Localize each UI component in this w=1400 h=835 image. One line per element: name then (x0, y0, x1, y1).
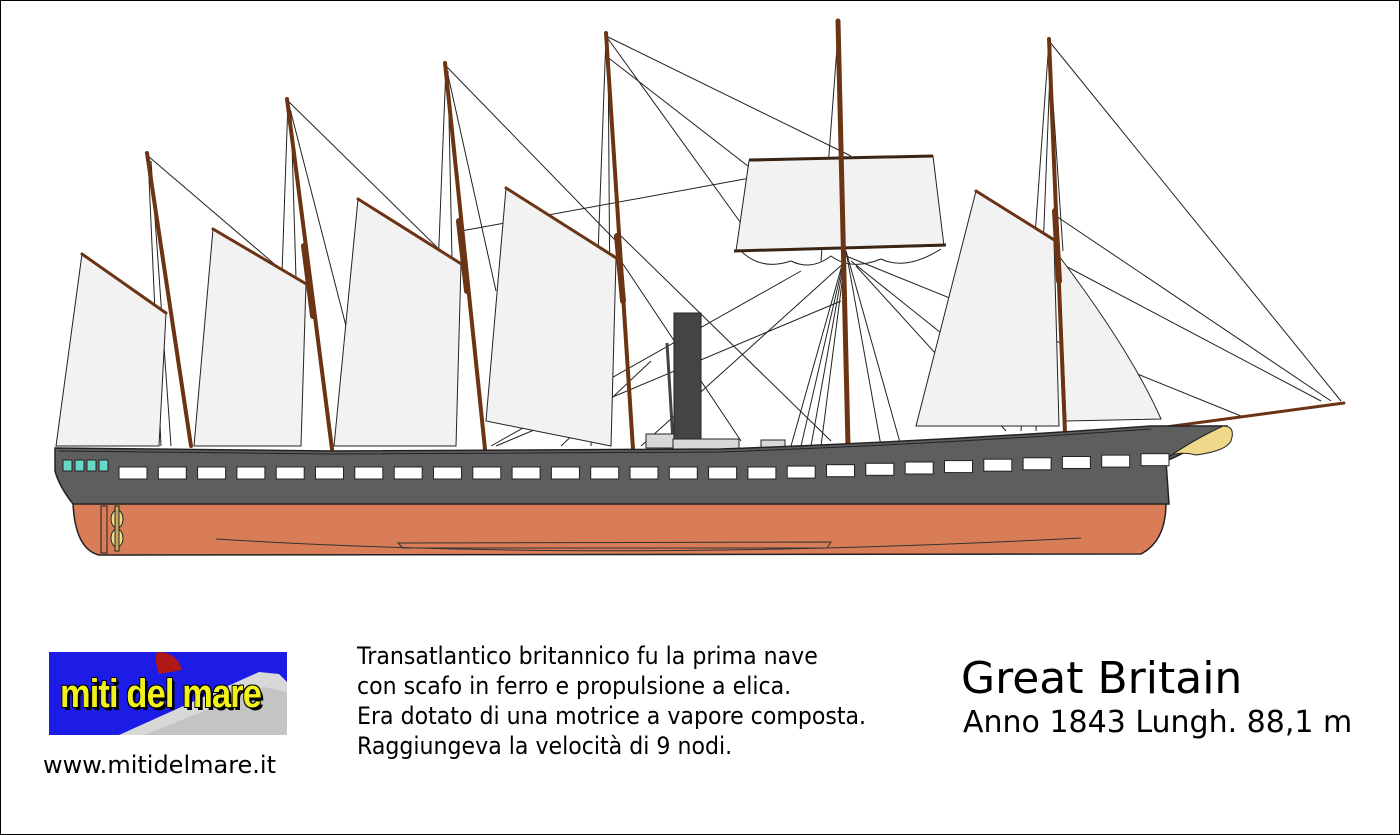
porthole (826, 464, 855, 478)
porthole (786, 465, 816, 479)
square-sail-curve (740, 248, 942, 266)
porthole (1140, 453, 1170, 467)
description-line: con scafo in ferro e propulsione a elica… (357, 672, 792, 700)
porthole (472, 466, 502, 480)
logo-text: miti del mare (60, 672, 262, 716)
porthole (393, 466, 423, 480)
porthole (550, 466, 580, 480)
rudder-propeller (100, 505, 124, 554)
porthole (433, 466, 462, 480)
hull (54, 425, 1233, 556)
portholes (118, 453, 1170, 480)
porthole (157, 466, 187, 480)
porthole (747, 466, 777, 480)
deckhouses (645, 433, 786, 450)
sails (55, 155, 1162, 447)
funnel (665, 312, 702, 442)
hull-upper (54, 425, 1229, 505)
porthole (904, 461, 934, 475)
porthole (511, 466, 541, 480)
porthole (708, 466, 738, 480)
fore-and-aft-sail (485, 187, 617, 447)
porthole (1022, 457, 1052, 471)
ship-drawing (54, 18, 1346, 556)
bulwark-rail (58, 428, 1152, 455)
fore-and-aft-sail (193, 228, 307, 447)
description-line: Raggiungeva la velocità di 9 nodi. (357, 732, 733, 760)
figurehead (1165, 425, 1233, 460)
porthole (236, 466, 266, 480)
porthole (629, 466, 659, 480)
ship-specs: Anno 1843 Lungh. 88,1 m (963, 705, 1353, 740)
porthole (275, 466, 305, 480)
porthole (944, 460, 973, 474)
porthole (1101, 454, 1131, 468)
fore-and-aft-sail (333, 198, 462, 447)
description-line: Transatlantico britannico fu la prima na… (357, 642, 818, 670)
ship-description: Transatlantico britannico fu la prima na… (357, 641, 947, 761)
porthole (865, 462, 895, 476)
masts (145, 18, 1067, 451)
description-line: Era dotato di una motrice a vapore compo… (357, 702, 867, 730)
site-logo[interactable]: miti del mare (49, 652, 287, 735)
porthole (983, 458, 1013, 472)
porthole (315, 466, 344, 480)
porthole (590, 466, 620, 480)
porthole (354, 466, 384, 480)
porthole (118, 466, 148, 480)
porthole (197, 466, 227, 480)
spars (80, 186, 1346, 431)
porthole (1061, 456, 1091, 469)
waterline-strip (396, 541, 832, 549)
porthole (668, 466, 698, 480)
fore-and-aft-sail (55, 253, 167, 447)
keel-curve (215, 537, 1082, 552)
logo-graphic (119, 652, 287, 735)
website-link[interactable]: www.mitidelmare.it (43, 751, 277, 779)
ship-name: Great Britain (961, 653, 1243, 704)
stern-windows (62, 459, 109, 472)
jib-sail (1058, 254, 1162, 422)
hull-lower (72, 502, 1167, 556)
